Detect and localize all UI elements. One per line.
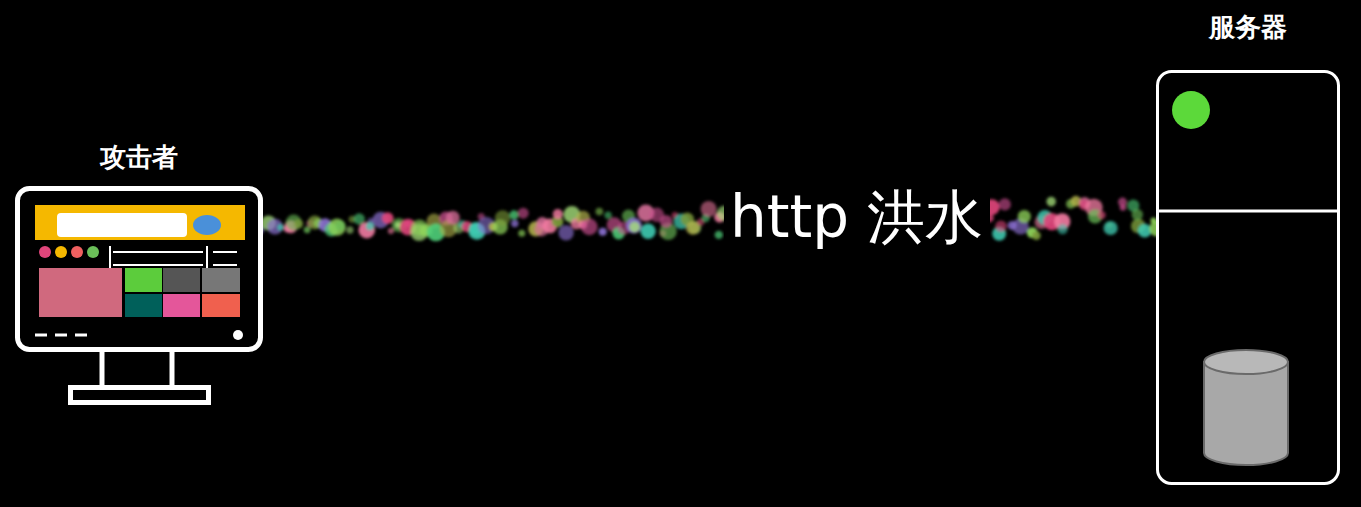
server-illustration [1156, 10, 1340, 486]
flood-stream [254, 196, 1165, 244]
node-heading: 攻击者 [15, 140, 263, 174]
attacker-computer: 攻击者 [15, 140, 263, 405]
monitor-illustration [15, 140, 263, 405]
server-box: 服务器 [1156, 10, 1340, 486]
node-heading: 服务器 [1156, 10, 1340, 44]
edge-label: http 洪水 [724, 182, 990, 252]
